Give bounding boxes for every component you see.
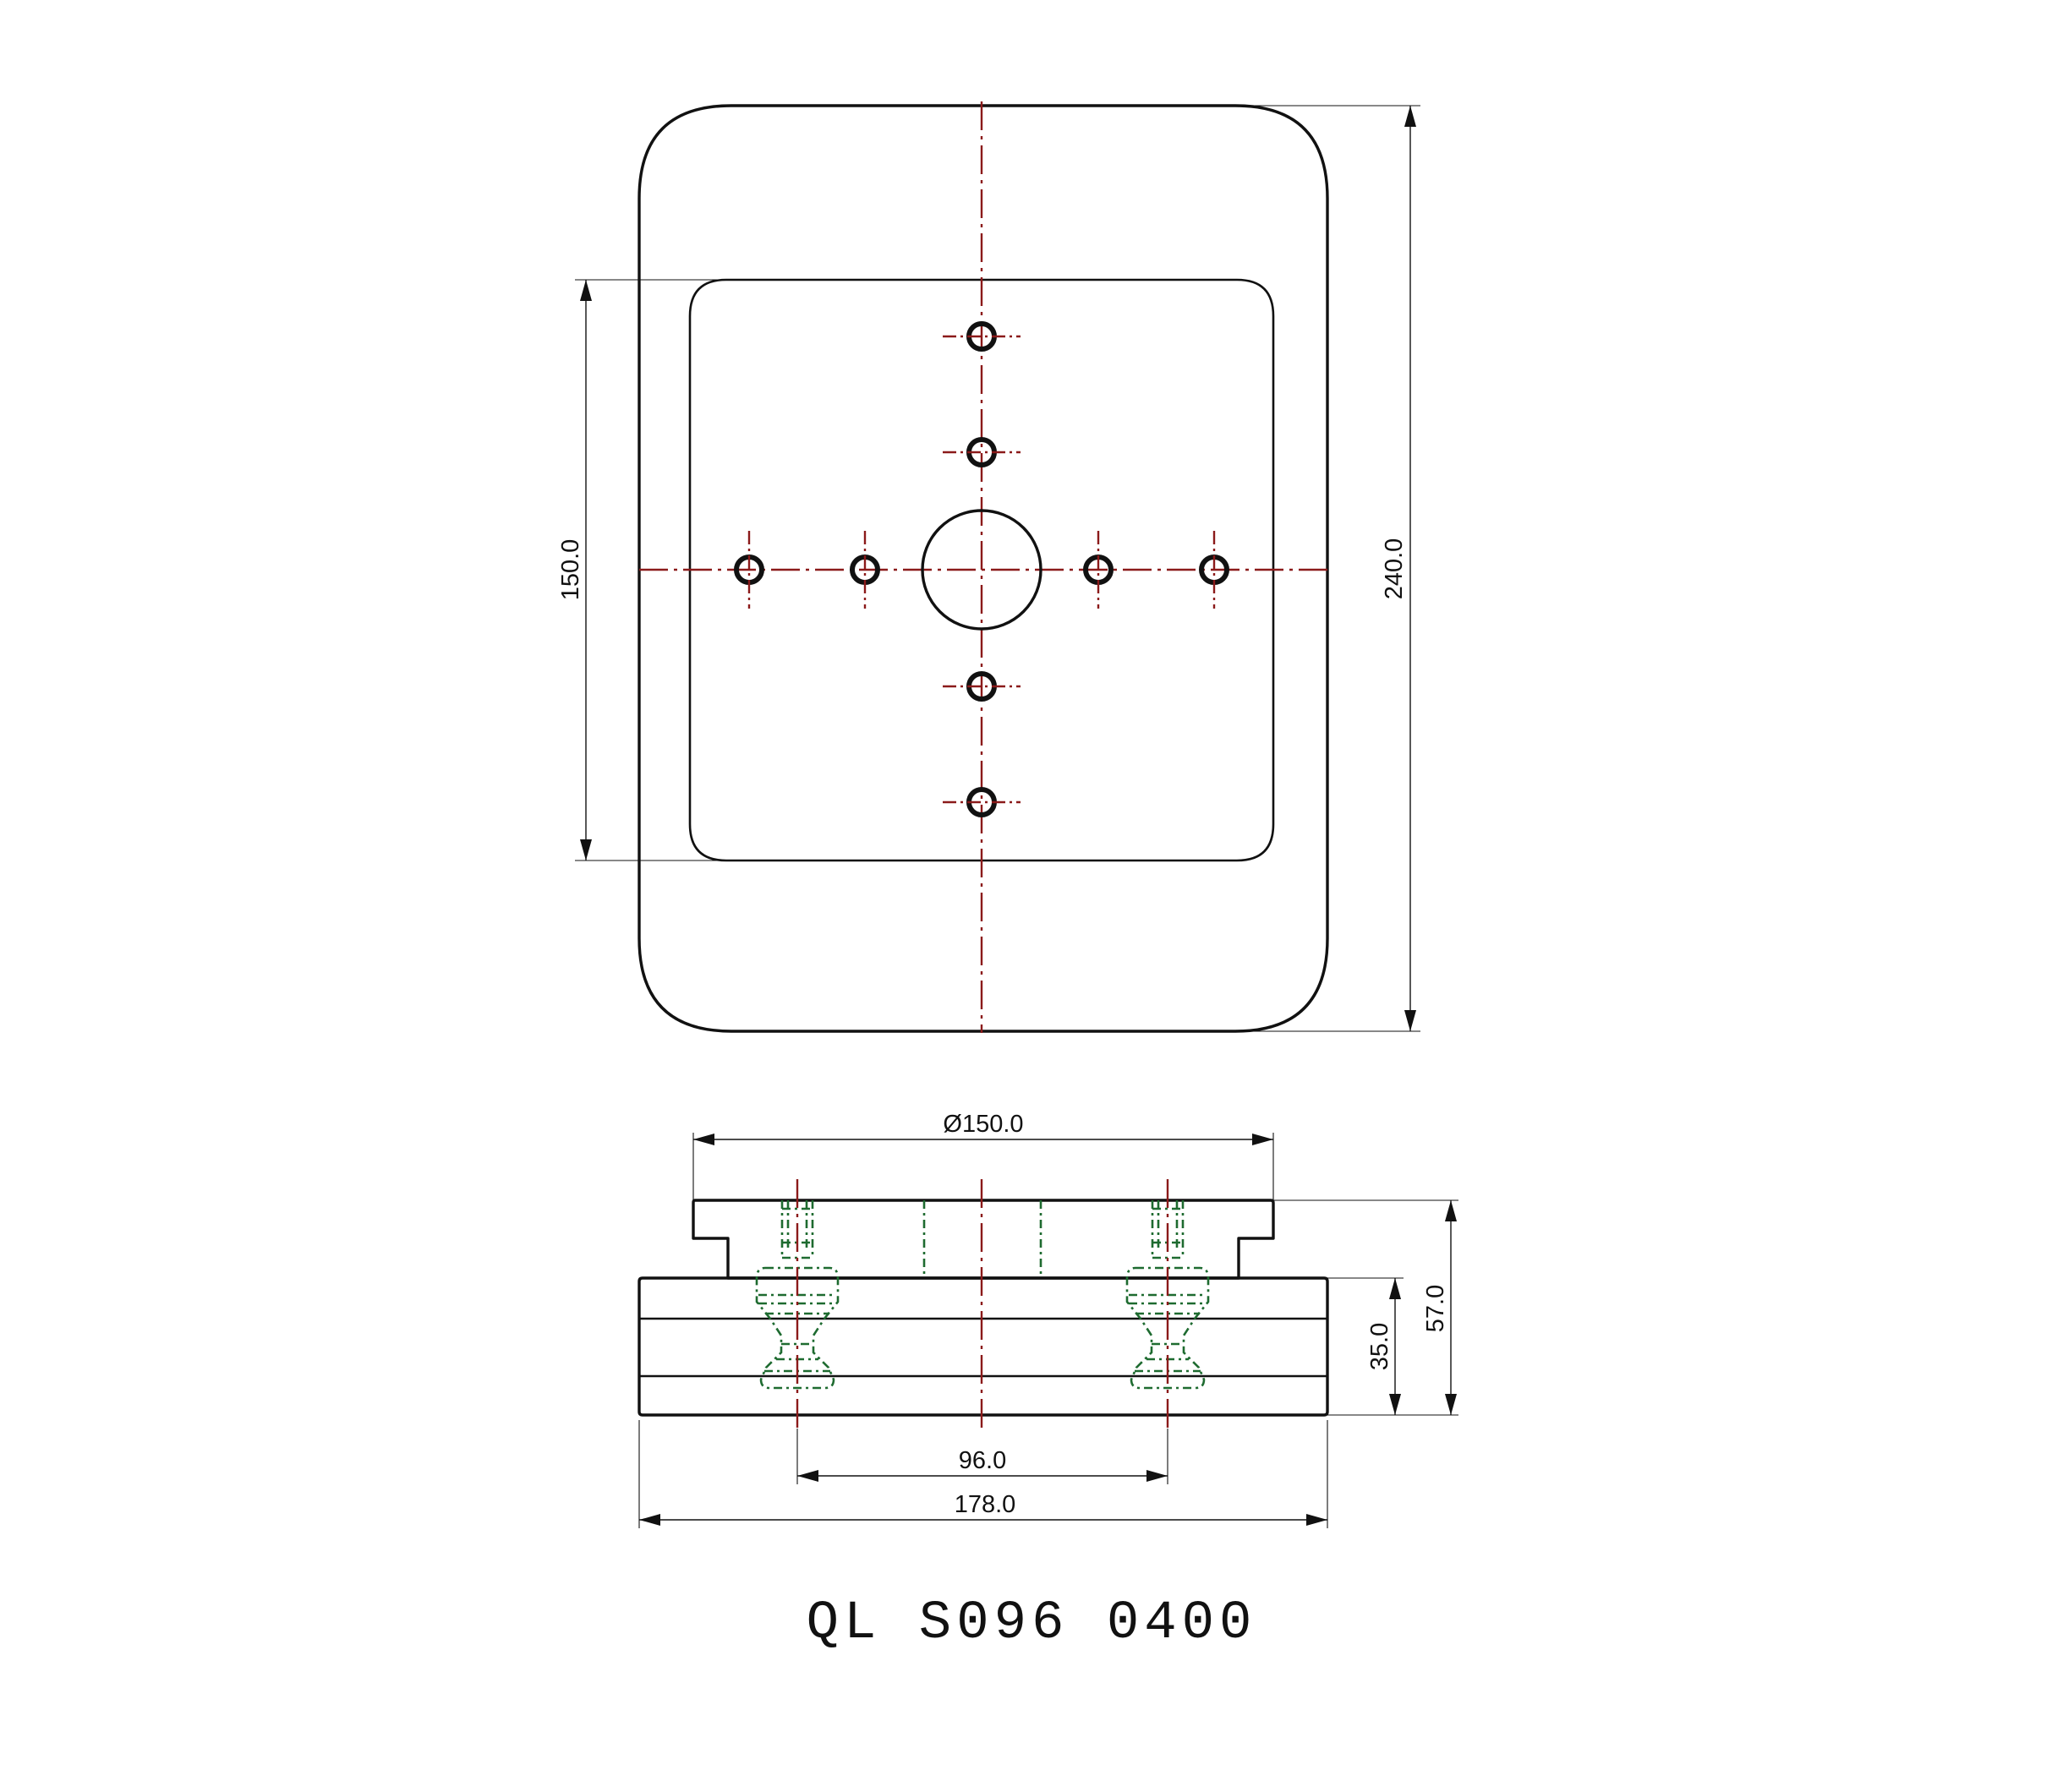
top-view-outer-outline: [638, 104, 1329, 1033]
dimension-base-height: 35.0: [1327, 1277, 1404, 1415]
hole-group-horizontal: [734, 531, 1229, 609]
side-view-top-flange: [692, 1199, 1275, 1280]
top-view: 240.0 150.0: [557, 101, 1420, 1033]
dimension-height-overall: 57.0: [1273, 1199, 1458, 1416]
side-view: Ø150.0 57.0 35.0 96.0: [638, 1111, 1458, 1528]
dimension-pin-spacing: 96.0: [796, 1429, 1168, 1484]
dimension-label-diameter: Ø150.0: [943, 1111, 1023, 1138]
hole-group-vertical: [943, 321, 1021, 817]
dimension-label-240: 240.0: [1381, 538, 1408, 600]
dimension-label-150: 150.0: [557, 539, 584, 601]
part-number-title: QL S096 0400: [806, 1593, 1257, 1654]
dimension-label-96: 96.0: [959, 1447, 1006, 1474]
clamping-pin-left: [755, 1179, 840, 1429]
dimension-label-178: 178.0: [955, 1491, 1016, 1518]
dimension-label-57: 57.0: [1422, 1285, 1449, 1332]
dimension-label-35: 35.0: [1366, 1323, 1393, 1370]
clamping-pin-right: [1125, 1179, 1210, 1429]
dimension-diameter: Ø150.0: [692, 1111, 1274, 1200]
top-view-inner-pocket: [688, 278, 1275, 862]
dimension-base-width: 178.0: [638, 1420, 1328, 1528]
dimension-height-total: 240.0: [1251, 105, 1420, 1032]
dimension-inner-square: 150.0: [557, 279, 727, 861]
central-bore: [921, 509, 1042, 631]
side-view-base-block: [638, 1276, 1329, 1417]
